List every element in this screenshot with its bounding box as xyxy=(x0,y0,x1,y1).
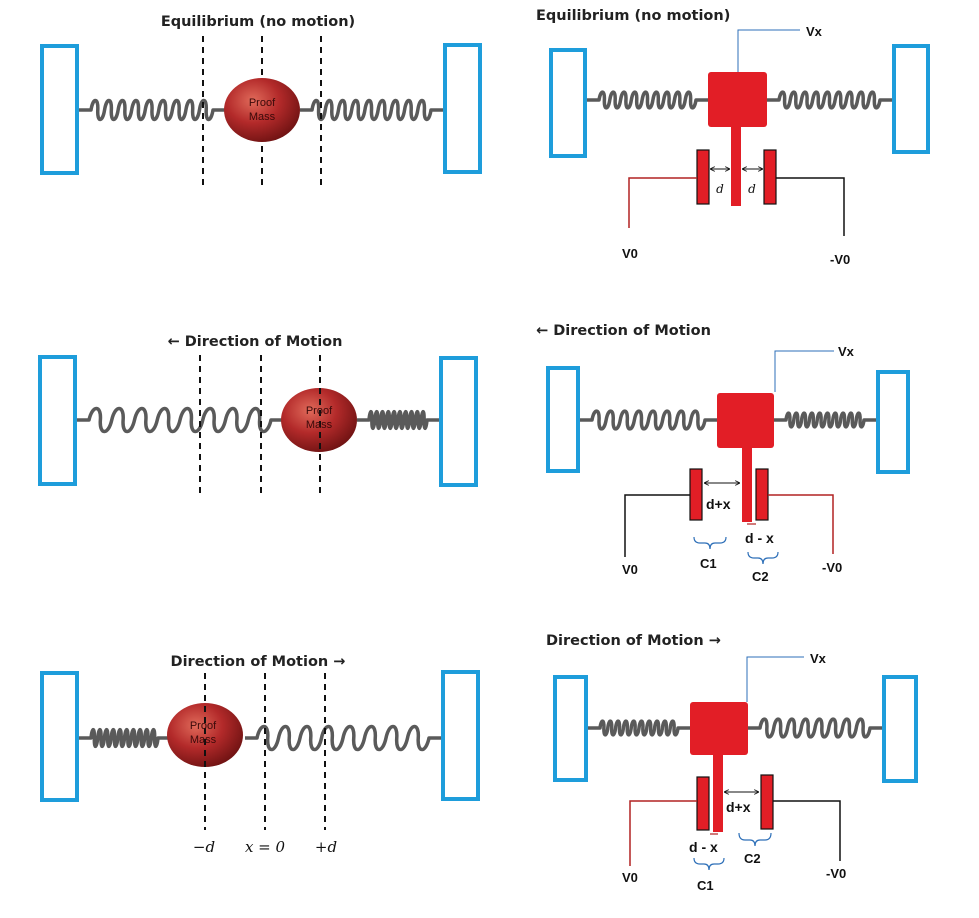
right-spring xyxy=(767,90,892,110)
panel-right-equilibrium: Equilibrium (no motion) Vx d d V0 -V0 xyxy=(536,8,930,267)
gap-label-right: d+x xyxy=(726,799,751,815)
fixed-electrode-right xyxy=(763,149,777,205)
proof-mass xyxy=(281,388,357,452)
right-frame xyxy=(876,370,910,474)
panel-title: Direction of Motion → xyxy=(171,654,346,670)
neg-v0-label: -V0 xyxy=(822,560,842,575)
wire-left xyxy=(628,177,697,228)
panel-title: Equilibrium (no motion) xyxy=(161,14,355,30)
v0-label: V0 xyxy=(622,870,638,885)
v0-label: V0 xyxy=(622,246,638,261)
left-spring xyxy=(79,98,225,122)
panel-left-motion-right: Direction of Motion → Proof Mass −d x = … xyxy=(40,654,480,856)
left-frame xyxy=(40,671,79,802)
proof-mass-block xyxy=(708,72,767,127)
right-frame xyxy=(892,44,930,154)
left-spring xyxy=(580,409,717,431)
wire-left xyxy=(629,800,697,866)
vx-label: Vx xyxy=(806,24,823,39)
bracket-c1 xyxy=(693,857,725,871)
left-frame xyxy=(549,48,587,158)
c2-label: C2 xyxy=(752,569,769,584)
left-spring xyxy=(588,719,690,737)
bracket-c1 xyxy=(693,536,727,550)
gap-label-right: d - x xyxy=(745,530,774,546)
proof-mass-block xyxy=(717,393,774,448)
proof-mass-label-2: Mass xyxy=(249,111,276,123)
tick-label-minus-d: −d xyxy=(193,838,215,856)
panel-left-equilibrium: Equilibrium (no motion) Proof Mass xyxy=(40,14,482,185)
gap-label-right: d xyxy=(748,182,756,196)
vx-leader-line xyxy=(737,29,800,72)
gap-label-left: d - x xyxy=(689,839,718,855)
bracket-c2 xyxy=(738,832,772,847)
panel-right-motion-left: ← Direction of Motion Vx d+x d - x C1 C2… xyxy=(536,323,910,584)
proof-mass-label-1: Proof xyxy=(249,97,276,109)
panel-left-motion-left: ← Direction of Motion Proof Mass xyxy=(38,334,478,495)
tick-label-plus-d: +d xyxy=(315,838,337,856)
wire-right xyxy=(776,177,845,236)
left-spring xyxy=(79,727,170,749)
c1-label: C1 xyxy=(700,556,717,571)
proof-mass xyxy=(224,78,300,142)
v0-label: V0 xyxy=(622,562,638,577)
right-spring xyxy=(774,411,876,429)
vx-label: Vx xyxy=(810,651,827,666)
proof-mass-label-1: Proof xyxy=(190,720,217,732)
panel-right-motion-right: Direction of Motion → Vx d+x d - x C2 C1… xyxy=(546,633,918,893)
vx-leader-line xyxy=(746,656,804,702)
gap-label-left: d+x xyxy=(706,496,731,512)
wire-right xyxy=(768,494,834,554)
right-spring xyxy=(300,98,443,122)
left-frame xyxy=(546,366,580,473)
proof-mass-label-2: Mass xyxy=(306,419,333,431)
proof-mass xyxy=(167,703,243,767)
movable-electrode xyxy=(713,754,723,832)
fixed-electrode-left xyxy=(689,468,703,521)
panel-title: Direction of Motion → xyxy=(546,633,721,649)
neg-v0-label: -V0 xyxy=(830,252,850,267)
left-frame xyxy=(38,355,77,486)
fixed-electrode-right xyxy=(755,468,769,521)
panel-title: ← Direction of Motion xyxy=(168,334,343,350)
right-spring xyxy=(748,717,882,739)
tick-label-zero: x = 0 xyxy=(245,838,286,856)
panel-title: ← Direction of Motion xyxy=(536,323,711,339)
right-spring xyxy=(245,724,441,752)
wire-left xyxy=(624,494,690,557)
right-spring xyxy=(357,409,439,431)
right-frame xyxy=(443,43,482,174)
fixed-electrode-left xyxy=(696,776,710,831)
right-frame xyxy=(882,675,918,783)
neg-v0-label: -V0 xyxy=(826,866,846,881)
left-frame xyxy=(40,44,79,175)
vx-label: Vx xyxy=(838,344,855,359)
c2-label: C2 xyxy=(744,851,761,866)
c1-label: C1 xyxy=(697,878,714,893)
proof-mass-label-1: Proof xyxy=(306,405,333,417)
left-frame xyxy=(553,675,588,782)
movable-electrode xyxy=(731,126,741,206)
panel-title: Equilibrium (no motion) xyxy=(536,8,730,24)
right-frame xyxy=(441,670,480,801)
fixed-electrode-right xyxy=(760,774,774,830)
right-frame xyxy=(439,356,478,487)
wire-right xyxy=(773,800,841,861)
vx-leader-line xyxy=(774,350,834,392)
left-spring xyxy=(587,90,708,110)
proof-mass-label-2: Mass xyxy=(190,734,217,746)
left-spring xyxy=(77,406,283,434)
fixed-electrode-left xyxy=(696,149,710,205)
bracket-c2 xyxy=(747,551,779,565)
movable-electrode xyxy=(742,447,752,522)
gap-label-left: d xyxy=(716,182,724,196)
proof-mass-block xyxy=(690,702,748,755)
